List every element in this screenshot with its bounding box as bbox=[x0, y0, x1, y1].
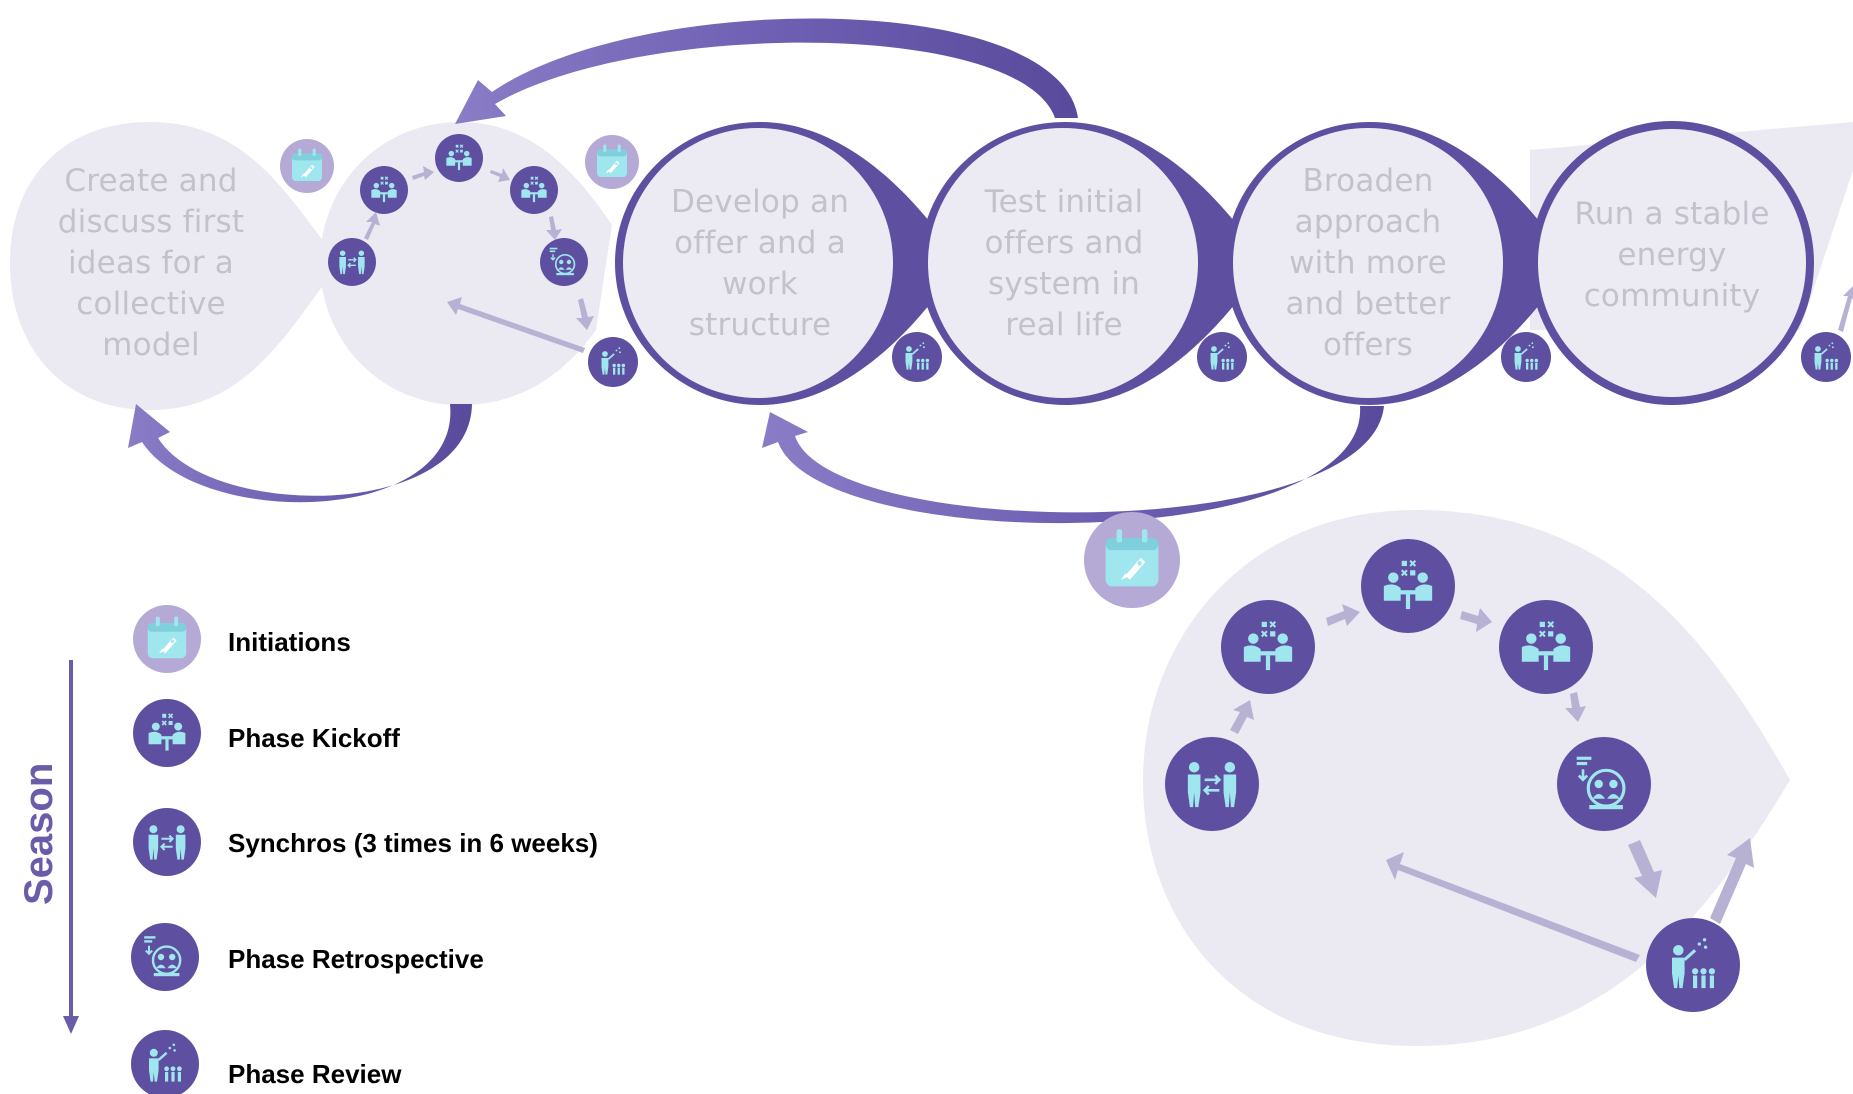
legend-label-kickoff: Phase Kickoff bbox=[228, 723, 400, 753]
legend-item-synchros: Synchros (3 times in 6 weeks) bbox=[133, 808, 598, 876]
phase-create-label-line: ideas for a bbox=[68, 245, 234, 281]
meeting-table-icon bbox=[133, 699, 201, 767]
phase-create-label: Create and discuss first ideas for a collec… bbox=[58, 163, 244, 363]
legend-item-review: Phase Review bbox=[131, 1030, 402, 1094]
enlarged-retro-icon bbox=[1557, 737, 1651, 831]
phase-broaden-label-line: Broaden bbox=[1302, 163, 1433, 199]
phase-test-label-line: Test initial bbox=[984, 184, 1144, 220]
phase-broaden bbox=[1225, 122, 1570, 405]
enlarged-review-icon bbox=[1646, 918, 1740, 1012]
phase-develop-label-line: offer and a bbox=[674, 225, 846, 261]
loop-arrow-bottom bbox=[762, 406, 1384, 524]
phase-develop-label-line: structure bbox=[689, 307, 831, 343]
phase-develop bbox=[615, 122, 960, 405]
enlarged-synchro-icon bbox=[1165, 737, 1259, 831]
enlarged-arrows bbox=[1230, 604, 1754, 962]
review-icon-3 bbox=[1197, 332, 1247, 382]
phase-run-label: Run a stable energy community bbox=[1574, 196, 1769, 314]
phase-develop-label: Develop an offer and a work structure bbox=[671, 184, 849, 343]
phase-broaden-label-line: offers bbox=[1323, 327, 1413, 363]
legend-item-kickoff: Phase Kickoff bbox=[133, 699, 400, 767]
phase-test-label: Test initial offers and system in real life bbox=[984, 184, 1144, 343]
phase-broaden-label: Broaden approach with more and better offers bbox=[1285, 163, 1450, 363]
phase-create-shape bbox=[10, 122, 340, 410]
initiation-icon-small-2 bbox=[585, 135, 639, 189]
legend-item-retrospective: Phase Retrospective bbox=[131, 923, 484, 991]
season-label: Season bbox=[17, 763, 61, 905]
subcycle-small-synchro-icon bbox=[328, 238, 376, 286]
phase-create-label-line: model bbox=[102, 327, 200, 363]
phase-run bbox=[1530, 121, 1814, 405]
subcycle-small-kickoff-icon-2 bbox=[435, 134, 483, 182]
phase-create-label-line: collective bbox=[76, 286, 226, 322]
loop-arrow-left bbox=[128, 404, 472, 503]
phase-develop-label-line: Develop an bbox=[671, 184, 849, 220]
initiation-icon-large bbox=[1084, 512, 1180, 608]
enlarged-kickoff-icon-1 bbox=[1221, 600, 1315, 694]
phase-broaden-label-line: approach bbox=[1295, 204, 1442, 240]
legend-label-retrospective: Phase Retrospective bbox=[228, 944, 484, 974]
initiation-icon-small-1 bbox=[280, 139, 334, 193]
enlarged-kickoff-icon-2 bbox=[1361, 539, 1455, 633]
exchange-people-icon bbox=[133, 808, 201, 876]
subcycle-small-arrows bbox=[364, 166, 594, 353]
phase-run-label-line: community bbox=[1584, 278, 1761, 314]
phase-test bbox=[920, 122, 1265, 405]
legend-label-initiations: Initiations bbox=[228, 627, 351, 657]
review-icon-1 bbox=[588, 337, 638, 387]
phase-broaden-label-line: and better bbox=[1285, 286, 1450, 322]
presenter-review-icon bbox=[131, 1030, 199, 1094]
retrospective-icon bbox=[131, 923, 199, 991]
phase-test-label-line: system in bbox=[988, 266, 1140, 302]
phase-test-label-line: real life bbox=[1005, 307, 1123, 343]
loop-arrow-top bbox=[455, 18, 1078, 124]
phase-test-label-line: offers and bbox=[985, 225, 1144, 261]
legend-label-review: Phase Review bbox=[228, 1059, 402, 1089]
legend: Season Initiations Phase Kickoff Synchro… bbox=[17, 605, 598, 1094]
subcycle-small-kickoff-icon-3 bbox=[510, 166, 558, 214]
season-axis: Season bbox=[17, 660, 79, 1034]
enlarged-kickoff-icon-3 bbox=[1499, 600, 1593, 694]
phase-run-label-line: energy bbox=[1617, 237, 1726, 273]
phase-run-label-line: Run a stable bbox=[1574, 196, 1769, 232]
subcycle-small-retro-icon bbox=[540, 238, 588, 286]
review-icon-5 bbox=[1801, 286, 1853, 382]
legend-item-initiations: Initiations bbox=[133, 605, 351, 673]
subcycle-small-kickoff-icon-1 bbox=[360, 166, 408, 214]
review-icon-4 bbox=[1501, 332, 1551, 382]
phase-develop-label-line: work bbox=[722, 266, 798, 302]
phase-broaden-label-line: with more bbox=[1289, 245, 1447, 281]
review-icon-2 bbox=[892, 332, 942, 382]
legend-label-synchros: Synchros (3 times in 6 weeks) bbox=[228, 828, 598, 858]
phase-create-label-line: Create and bbox=[64, 163, 237, 199]
phase-create-label-line: discuss first bbox=[58, 204, 244, 240]
